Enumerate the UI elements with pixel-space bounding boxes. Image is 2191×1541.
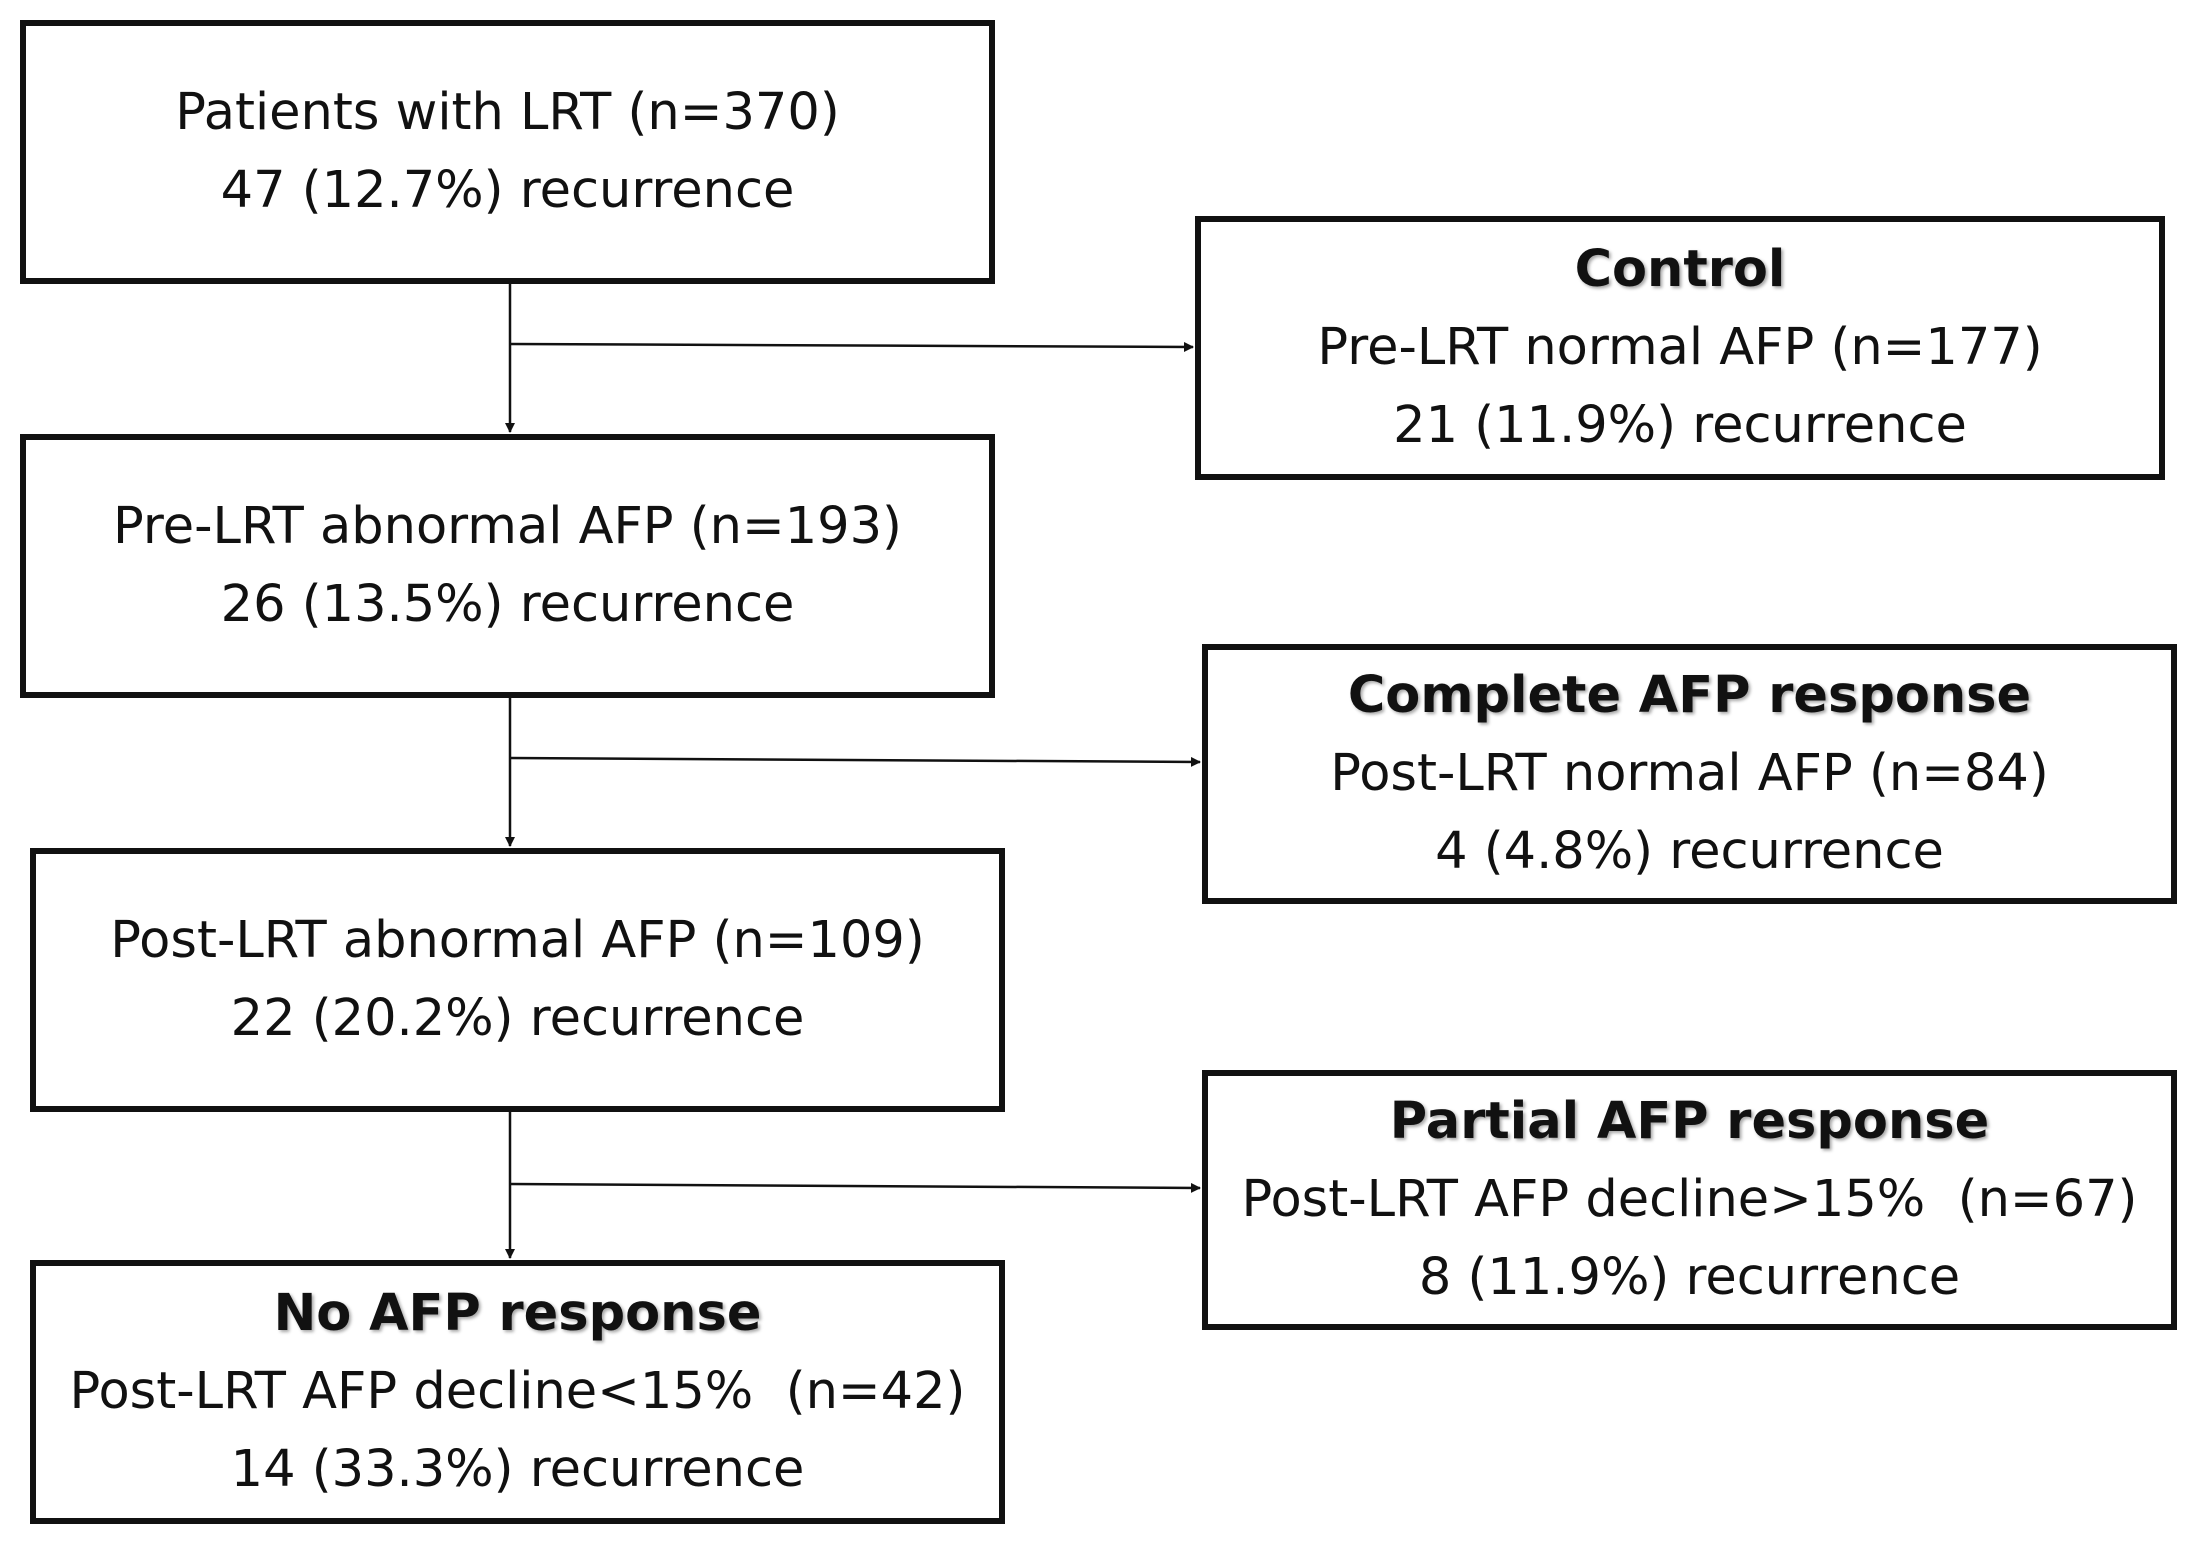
edge-all-to-control <box>509 341 1194 352</box>
edge-post-abnormal-to-partial <box>509 1182 1201 1193</box>
node-post-lrt-abnormal: Post-LRT abnormal AFP (n=109) 22 (20.2%)… <box>30 848 1005 1112</box>
node-complete-response: Complete AFP response Post-LRT normal AF… <box>1202 644 2177 904</box>
node-pre-lrt-abnormal: Pre-LRT abnormal AFP (n=193) 26 (13.5%) … <box>20 434 995 698</box>
node-control-line-2: 21 (11.9%) recurrence <box>1393 396 1967 455</box>
node-complete-response-line-1: Post-LRT normal AFP (n=84) <box>1330 744 2049 803</box>
node-pre-lrt-abnormal-line-2: 26 (13.5%) recurrence <box>220 575 795 634</box>
node-post-lrt-abnormal-line-2: 22 (20.2%) recurrence <box>230 989 805 1048</box>
node-complete-response-heading: Complete AFP response <box>1347 666 2032 725</box>
node-no-response-heading: No AFP response <box>273 1284 762 1343</box>
node-control: Control Pre-LRT normal AFP (n=177) 21 (1… <box>1195 216 2165 480</box>
node-no-response-line-2: 14 (33.3%) recurrence <box>230 1440 805 1499</box>
node-control-line-1: Pre-LRT normal AFP (n=177) <box>1317 318 2043 377</box>
node-control-heading: Control <box>1574 240 1786 299</box>
node-all-patients-line-1: Patients with LRT (n=370) <box>175 83 840 142</box>
node-partial-response-line-2: 8 (11.9%) recurrence <box>1418 1248 1961 1307</box>
node-post-lrt-abnormal-line-1: Post-LRT abnormal AFP (n=109) <box>110 911 925 970</box>
node-all-patients-line-2: 47 (12.7%) recurrence <box>220 161 795 220</box>
node-all-patients: Patients with LRT (n=370) 47 (12.7%) rec… <box>20 20 995 284</box>
node-complete-response-line-2: 4 (4.8%) recurrence <box>1435 822 1944 881</box>
node-no-response: No AFP response Post-LRT AFP decline<15%… <box>30 1260 1005 1524</box>
edge-pre-abnormal-to-complete <box>509 756 1201 767</box>
node-pre-lrt-abnormal-line-1: Pre-LRT abnormal AFP (n=193) <box>113 497 902 556</box>
node-partial-response-line-1: Post-LRT AFP decline>15% (n=67) <box>1241 1170 2138 1229</box>
node-no-response-line-1: Post-LRT AFP decline<15% (n=42) <box>69 1362 966 1421</box>
node-partial-response: Partial AFP response Post-LRT AFP declin… <box>1202 1070 2177 1330</box>
node-partial-response-heading: Partial AFP response <box>1389 1092 1990 1151</box>
